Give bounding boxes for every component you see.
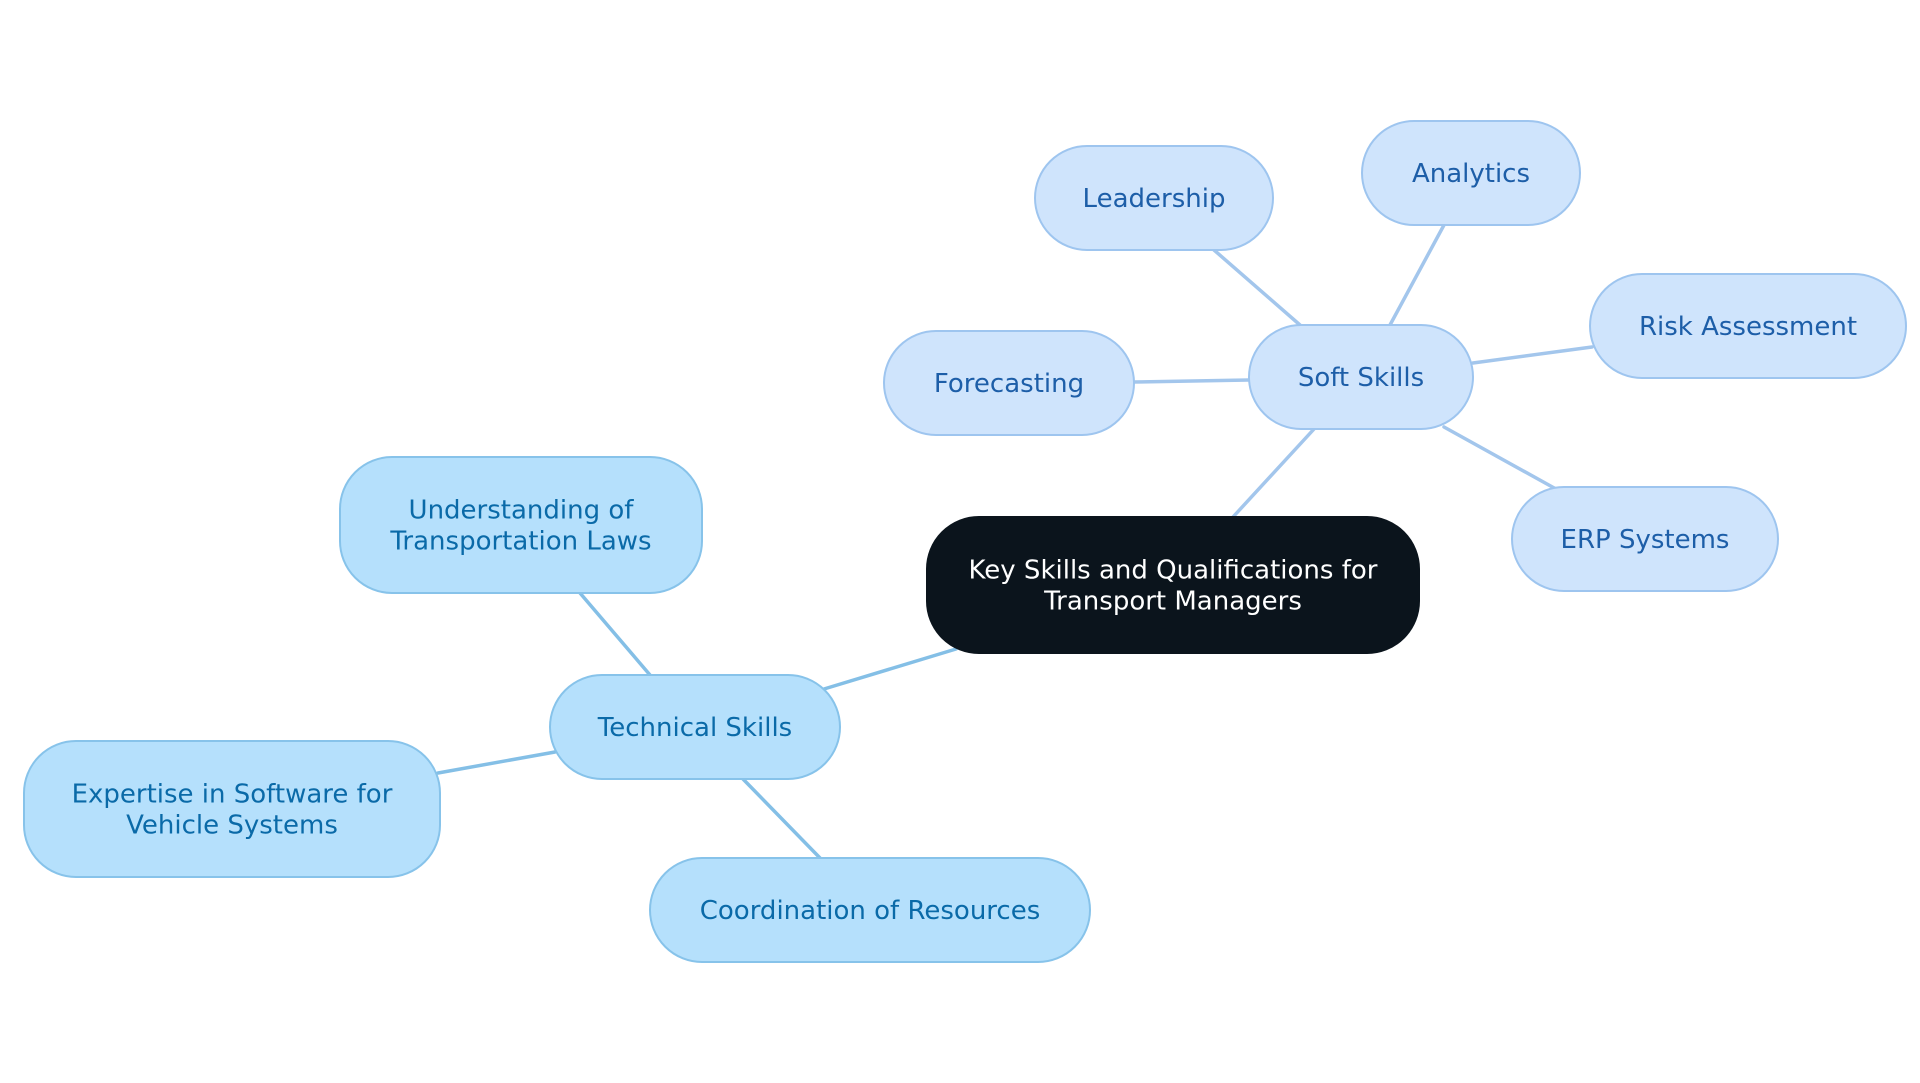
node-label-line: Technical Skills	[597, 713, 792, 743]
node-label-leadership: Leadership	[1083, 184, 1226, 214]
node-leadership[interactable]: Leadership	[1034, 145, 1274, 251]
node-box-leadership	[1034, 145, 1274, 251]
node-label-line: Transport Managers	[1043, 587, 1302, 617]
node-label-line: Leadership	[1083, 184, 1226, 214]
node-box-forecasting	[883, 330, 1135, 436]
edge-technical-to-vehicle-software	[436, 750, 557, 775]
node-box-technical	[549, 674, 841, 780]
edges-layer	[436, 223, 1594, 860]
node-coordination[interactable]: Coordination of Resources	[649, 857, 1091, 963]
node-label-soft: Soft Skills	[1298, 363, 1424, 393]
edge-root-to-technical	[822, 647, 958, 691]
node-label-analytics: Analytics	[1412, 159, 1530, 189]
node-label-forecasting: Forecasting	[934, 369, 1084, 399]
node-box-soft	[1248, 324, 1474, 430]
node-box-coordination	[649, 857, 1091, 963]
node-label-line: Transportation Laws	[389, 527, 651, 557]
edge-technical-to-transportation-laws	[578, 591, 652, 677]
node-soft[interactable]: Soft Skills	[1248, 324, 1474, 430]
node-label-coordination: Coordination of Resources	[700, 896, 1041, 926]
node-label-line: Coordination of Resources	[700, 896, 1041, 926]
node-label-line: Key Skills and Qualifications for	[969, 556, 1378, 586]
edge-soft-to-risk-assessment	[1471, 345, 1594, 365]
node-label-risk-assessment: Risk Assessment	[1639, 312, 1857, 342]
node-box-analytics	[1361, 120, 1581, 226]
node-label-line: Forecasting	[934, 369, 1084, 399]
node-box-erp-systems	[1511, 486, 1779, 592]
edge-technical-to-coordination	[741, 777, 822, 860]
node-label-line: Understanding of	[409, 496, 635, 526]
node-label-line: Risk Assessment	[1639, 312, 1857, 342]
node-label-line: Expertise in Software for	[72, 780, 393, 810]
edge-soft-to-forecasting	[1132, 378, 1251, 384]
node-box-vehicle-software	[23, 740, 441, 878]
node-label-technical: Technical Skills	[597, 713, 792, 743]
node-label-erp-systems: ERP Systems	[1561, 525, 1730, 555]
node-forecasting[interactable]: Forecasting	[883, 330, 1135, 436]
node-label-line: Soft Skills	[1298, 363, 1424, 393]
edge-soft-to-analytics	[1388, 223, 1446, 327]
node-technical[interactable]: Technical Skills	[549, 674, 841, 780]
node-box-transportation-laws	[339, 456, 703, 594]
node-box-root	[926, 516, 1420, 654]
node-label-line: Vehicle Systems	[126, 811, 338, 841]
node-label-line: Analytics	[1412, 159, 1530, 189]
node-label-line: ERP Systems	[1561, 525, 1730, 555]
edge-soft-to-leadership	[1212, 248, 1302, 327]
node-box-risk-assessment	[1589, 273, 1907, 379]
node-risk-assessment[interactable]: Risk Assessment	[1589, 273, 1907, 379]
node-erp-systems[interactable]: ERP Systems	[1511, 486, 1779, 592]
edge-soft-to-erp-systems	[1442, 425, 1558, 491]
edge-root-to-soft	[1231, 427, 1316, 519]
node-analytics[interactable]: Analytics	[1361, 120, 1581, 226]
